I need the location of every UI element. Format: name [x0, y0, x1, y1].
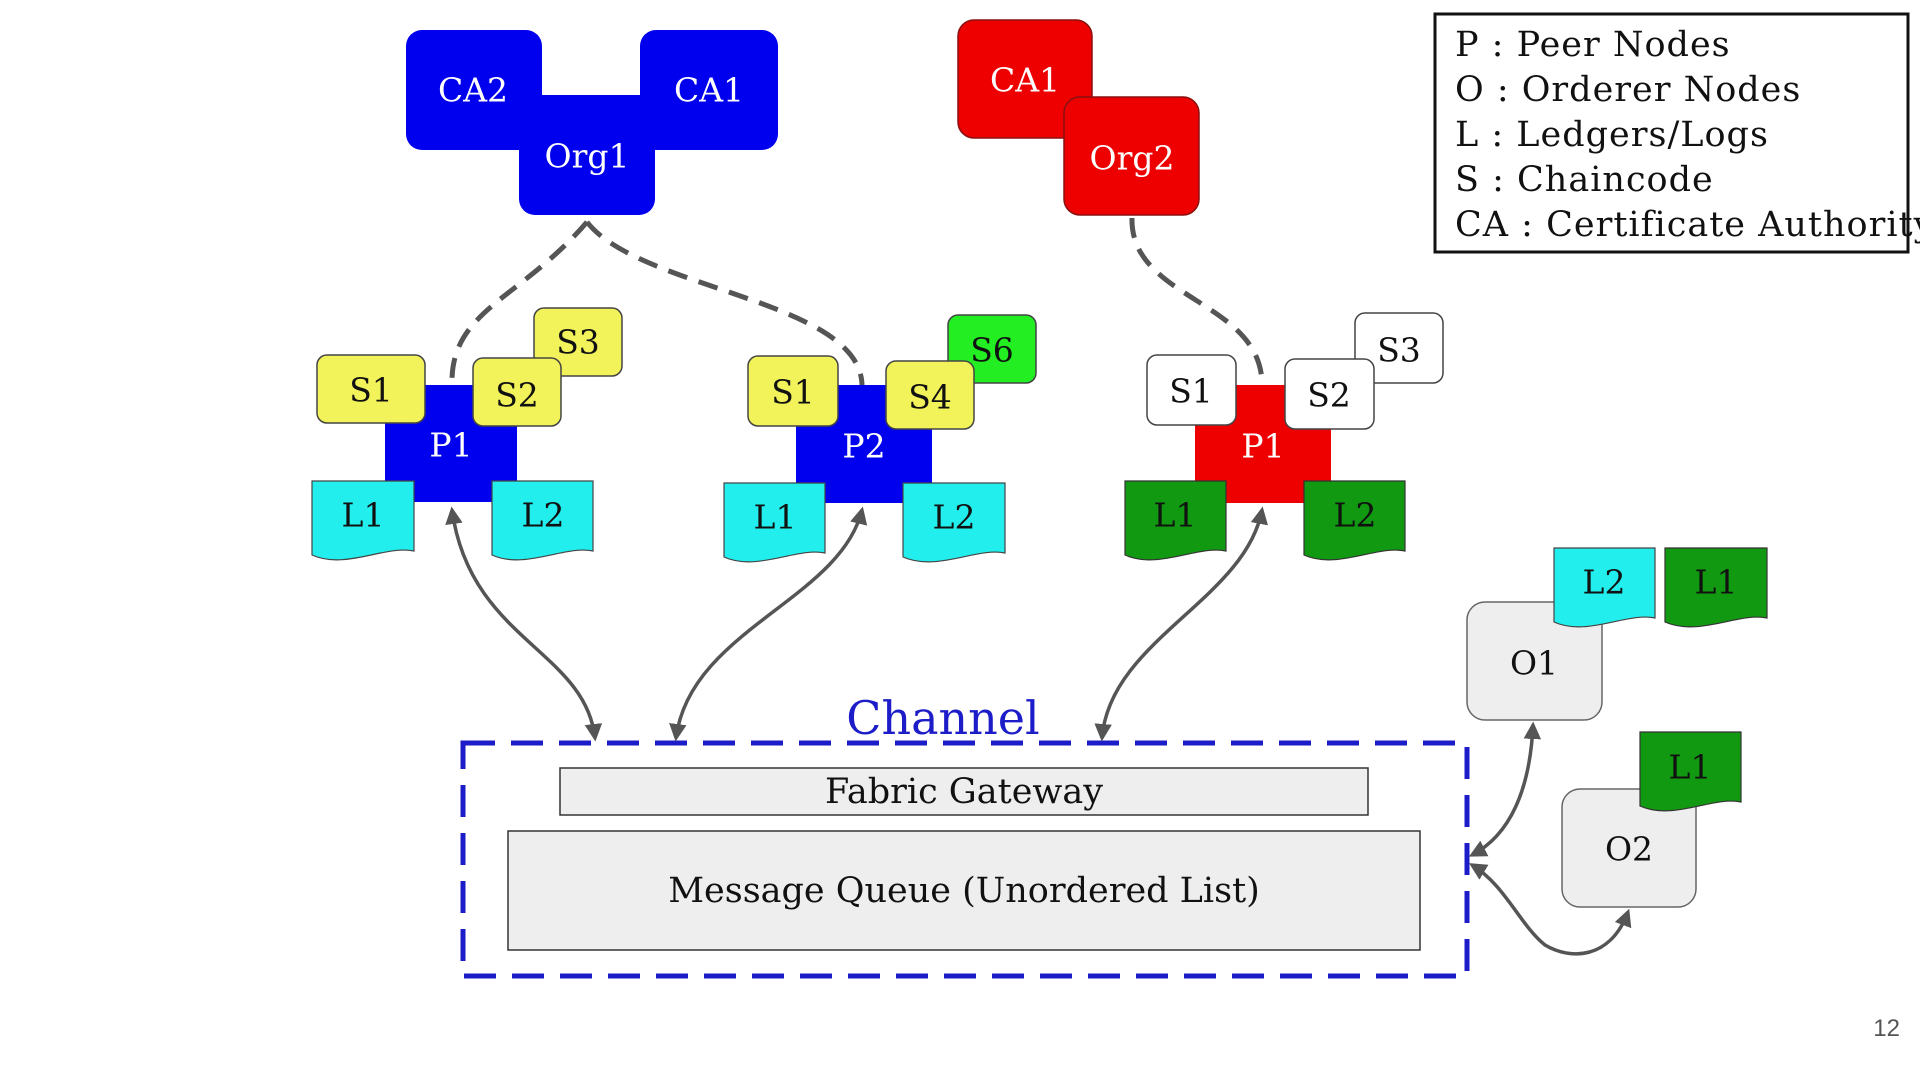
- peer-b-l1-label: L1: [754, 498, 797, 537]
- peer-c-l2-label: L2: [1334, 496, 1377, 535]
- org2-to-peer-c-connector: [1129, 217, 1265, 386]
- peer-b-label: P2: [842, 427, 885, 466]
- org2-label: Org2: [1090, 139, 1175, 178]
- orderer1-node: [1466, 601, 1603, 721]
- orderer1-group: O1 L2 L1: [1466, 547, 1768, 721]
- peer-a-ledger-l1: L1: [311, 480, 415, 561]
- legend-box: [1433, 12, 1910, 254]
- peer-a-chaincode-s1: S1: [316, 354, 426, 424]
- peer-b-s4-label: S4: [908, 378, 952, 417]
- message-queue-label: Message Queue (Unordered List): [668, 871, 1260, 911]
- peer-a-l1-label: L1: [342, 496, 385, 535]
- orderer2-group: O2 L1: [1561, 731, 1742, 908]
- peer-b-s1-label: S1: [771, 373, 815, 412]
- peer-a-l2-label: L2: [522, 496, 565, 535]
- orderer1-ledger-l1: L1: [1664, 547, 1768, 628]
- legend-item-ledger: L : Ledgers/Logs: [1455, 115, 1769, 155]
- org1-cluster: CA2 CA1 Org1: [406, 30, 778, 215]
- orderer1-label: O1: [1510, 644, 1558, 683]
- peer-b-l2-label: L2: [933, 498, 976, 537]
- fabric-gateway-label: Fabric Gateway: [825, 772, 1103, 812]
- orderer1-l2-label: L2: [1583, 563, 1626, 602]
- org2-ca1-node: CA1: [957, 19, 1093, 139]
- peer-a-s2-label: S2: [495, 376, 539, 415]
- legend-item-chaincode: S : Chaincode: [1455, 160, 1714, 200]
- peer-b-channel-arrow: [669, 506, 868, 742]
- legend-item-ca: CA : Certificate Authority: [1455, 205, 1920, 245]
- peer-a-s3-label: S3: [556, 323, 600, 362]
- peer-a-label: P1: [429, 426, 472, 465]
- peer-c-s2-label: S2: [1307, 376, 1351, 415]
- orderer2-ledger-l1: L1: [1639, 731, 1742, 812]
- peer-c-s1-label: S1: [1169, 372, 1213, 411]
- org1-ca1-node: CA1: [640, 30, 778, 150]
- org2-cluster: CA1 Org2: [957, 19, 1200, 216]
- peer-b-s6-label: S6: [970, 331, 1014, 370]
- peer-c-chaincode-s2: S2: [1284, 358, 1375, 430]
- peer-c-label: P1: [1241, 427, 1284, 466]
- peer-c-l1-label: L1: [1154, 496, 1197, 535]
- fabric-gateway-box: Fabric Gateway: [559, 767, 1369, 816]
- page-number: 12: [1873, 1015, 1900, 1042]
- orderer2-l1-label: L1: [1669, 748, 1712, 787]
- peer-c-s3-label: S3: [1377, 331, 1421, 370]
- membership-connectors: [449, 217, 1265, 386]
- peer-c-ledger-l1: L1: [1124, 480, 1227, 561]
- org1-label: Org1: [545, 137, 630, 176]
- orderer2-label: O2: [1605, 830, 1653, 869]
- orderer1-ledger-l2: L2: [1553, 547, 1656, 628]
- org2-node: Org2: [1063, 96, 1200, 216]
- org1-ca1-label: CA1: [674, 71, 744, 110]
- orderer1-channel-arrow: [1468, 721, 1542, 857]
- peer-c-chaincode-s3: S3: [1354, 312, 1444, 384]
- peer-b-ledger-l2: L2: [902, 482, 1006, 563]
- org1-to-peer-b-connector: [585, 220, 865, 386]
- channel-title: Channel: [846, 691, 1039, 745]
- peer-a-chaincode-s2: S2: [472, 357, 562, 427]
- orderer1-l1-label: L1: [1695, 563, 1738, 602]
- peer-a-channel-arrow: [445, 506, 603, 742]
- peer-b-chaincode-s6: S6: [947, 314, 1037, 384]
- peer-c-ledger-l2: L2: [1303, 480, 1406, 561]
- channel-group: Channel Fabric Gateway Message Queue (Un…: [460, 691, 1470, 979]
- channel-boundary: [460, 740, 1470, 979]
- org1-ca2-node: CA2: [406, 30, 542, 150]
- message-queue-box: Message Queue (Unordered List): [507, 830, 1421, 951]
- org2-ca1-label: CA1: [990, 61, 1060, 100]
- legend-item-orderer: O : Orderer Nodes: [1455, 70, 1801, 110]
- org1-node: Org1: [519, 95, 655, 215]
- peer-b-ledger-l1: L1: [723, 482, 826, 563]
- org1-to-peer-a-connector: [449, 220, 589, 386]
- peer-b-chaincode-s1: S1: [747, 355, 839, 427]
- peer-b-group: P2 S1 S6 S4 L1 L2: [723, 314, 1037, 563]
- channel-connectors: [445, 506, 1632, 956]
- peer-a-s1-label: S1: [349, 371, 393, 410]
- org1-ca2-label: CA2: [438, 71, 508, 110]
- peer-c-channel-arrow: [1094, 506, 1268, 742]
- legend-item-peer: P : Peer Nodes: [1455, 25, 1731, 65]
- peer-c-chaincode-s1: S1: [1146, 354, 1237, 426]
- orderer2-channel-arrow: [1469, 863, 1632, 956]
- peer-c-group: P1 S1 S3 S2 L1 L2: [1124, 312, 1444, 561]
- legend: P : Peer Nodes O : Orderer Nodes L : Led…: [1433, 12, 1920, 254]
- peer-b-chaincode-s4: S4: [885, 360, 975, 430]
- peer-a-group: P1 S1 S3 S2 L1 L2: [311, 307, 623, 561]
- peer-a-ledger-l2: L2: [491, 480, 594, 561]
